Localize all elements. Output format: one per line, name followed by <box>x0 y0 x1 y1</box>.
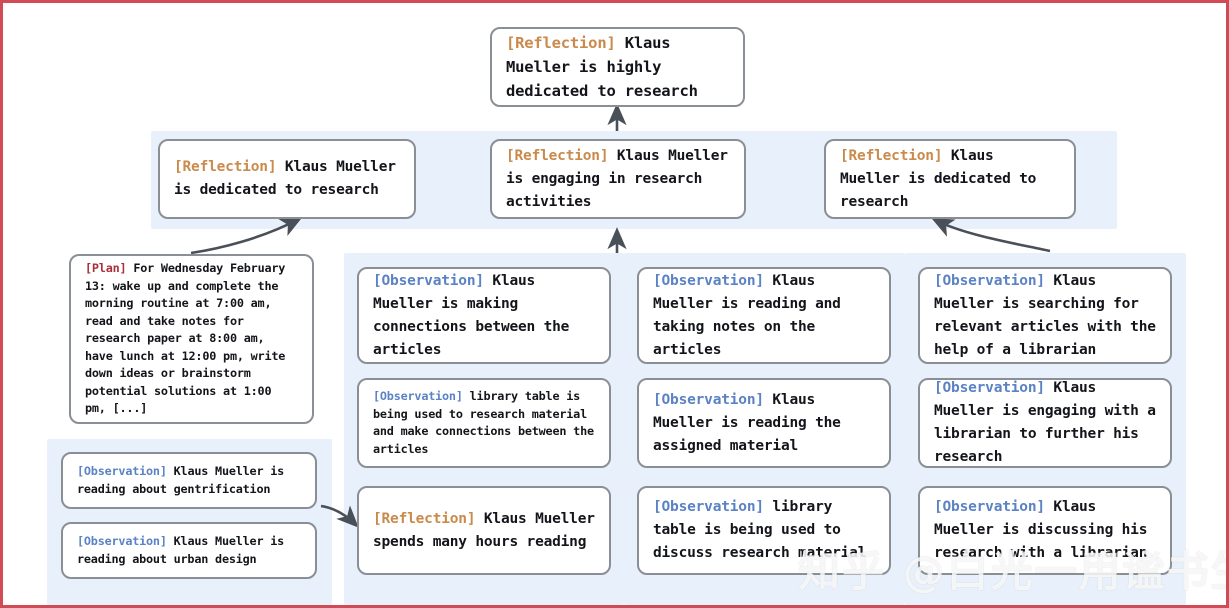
node-body: Klaus Mueller is dedicated to research <box>174 159 405 198</box>
node-text: [Reflection] Klaus Mueller is highly ded… <box>492 31 743 103</box>
node-text: [Observation] Klaus Mueller is reading a… <box>63 463 315 498</box>
node-body: library table is being used to research … <box>373 389 601 456</box>
tag-observation: [Observation] <box>934 499 1045 515</box>
node-body: Klaus Mueller is searching for relevant … <box>934 272 1165 358</box>
node-col3-observation-1[interactable]: [Observation] Klaus Mueller is searching… <box>918 267 1172 364</box>
node-col3-observation-2[interactable]: [Observation] Klaus Mueller is engaging … <box>918 378 1172 468</box>
node-body: library table is being used to discuss r… <box>653 499 867 561</box>
tag-reflection: [Reflection] <box>506 147 609 164</box>
tag-observation: [Observation] <box>77 534 167 548</box>
node-mid-left-reflection[interactable]: [Reflection] Klaus Mueller is dedicated … <box>158 139 416 219</box>
node-obs-bottom-left-2[interactable]: [Observation] Klaus Mueller is reading a… <box>61 522 317 579</box>
tag-reflection: [Reflection] <box>174 159 277 175</box>
node-body: Klaus Mueller is reading about gentrific… <box>77 464 291 496</box>
node-col2-observation-1[interactable]: [Observation] Klaus Mueller is reading a… <box>637 267 891 364</box>
node-root-reflection[interactable]: [Reflection] Klaus Mueller is highly ded… <box>490 27 745 107</box>
zhihu-watermark: 知乎 @白光一用谧书生 <box>798 547 1229 596</box>
tag-observation: [Observation] <box>934 380 1045 396</box>
node-text: [Reflection] Klaus Mueller spends many h… <box>359 508 609 554</box>
tag-observation: [Observation] <box>77 464 167 478</box>
node-mid-center-reflection[interactable]: [Reflection] Klaus Mueller is engaging i… <box>490 139 746 219</box>
node-body: Klaus Mueller is highly dedicated to res… <box>506 34 698 100</box>
tag-observation: [Observation] <box>653 499 764 515</box>
node-mid-right-reflection[interactable]: [Reflection] Klaus Mueller is dedicated … <box>824 139 1076 219</box>
node-text: [Observation] Klaus Mueller is making co… <box>359 270 609 362</box>
tag-reflection: [Reflection] <box>840 147 943 164</box>
node-col1-observation-2[interactable]: [Observation] library table is being use… <box>357 378 611 468</box>
node-col3-observation-3[interactable]: [Observation] Klaus Mueller is discussin… <box>918 486 1172 575</box>
tag-observation: [Observation] <box>653 272 764 289</box>
tag-observation: [Observation] <box>373 389 463 403</box>
tag-plan: [Plan] <box>85 261 127 276</box>
tag-observation: [Observation] <box>653 391 764 408</box>
node-body: Klaus Mueller spends many hours reading <box>373 510 604 550</box>
node-body: For Wednesday February 13: wake up and c… <box>85 261 293 416</box>
node-body: Klaus Mueller is reading about urban des… <box>77 534 291 566</box>
node-col1-reflection[interactable]: [Reflection] Klaus Mueller spends many h… <box>357 486 611 575</box>
node-text: [Observation] Klaus Mueller is reading a… <box>63 533 315 568</box>
node-col1-observation-1[interactable]: [Observation] Klaus Mueller is making co… <box>357 267 611 364</box>
node-body: Klaus Mueller is dedicated to research <box>840 147 1045 210</box>
node-text: [Plan] For Wednesday February 13: wake u… <box>71 260 312 418</box>
node-body: Klaus Mueller is reading and taking note… <box>653 272 850 358</box>
node-body: Klaus Mueller is engaging in research ac… <box>506 147 737 210</box>
node-text: [Observation] Klaus Mueller is reading a… <box>639 270 889 362</box>
node-text: [Observation] Klaus Mueller is reading t… <box>639 389 889 458</box>
node-text: [Observation] Klaus Mueller is discussin… <box>920 496 1170 565</box>
node-obs-bottom-left-1[interactable]: [Observation] Klaus Mueller is reading a… <box>61 452 317 509</box>
node-text: [Reflection] Klaus Mueller is dedicated … <box>826 145 1074 214</box>
node-body: Klaus Mueller is reading the assigned ma… <box>653 391 850 454</box>
tag-observation: [Observation] <box>934 272 1045 289</box>
node-body: Klaus Mueller is engaging with a librari… <box>934 380 1165 465</box>
node-text: [Observation] Klaus Mueller is engaging … <box>920 377 1170 469</box>
tag-reflection: [Reflection] <box>373 510 476 527</box>
node-col2-observation-2[interactable]: [Observation] Klaus Mueller is reading t… <box>637 378 891 468</box>
tag-reflection: [Reflection] <box>506 34 616 52</box>
node-text: [Reflection] Klaus Mueller is engaging i… <box>492 145 744 214</box>
node-body: Klaus Mueller is making connections betw… <box>373 272 578 358</box>
node-plan[interactable]: [Plan] For Wednesday February 13: wake u… <box>69 254 314 424</box>
node-text: [Observation] library table is being use… <box>359 388 609 458</box>
node-col2-observation-3[interactable]: [Observation] library table is being use… <box>637 486 891 575</box>
node-text: [Observation] Klaus Mueller is searching… <box>920 270 1170 362</box>
node-text: [Reflection] Klaus Mueller is dedicated … <box>160 156 414 202</box>
node-text: [Observation] library table is being use… <box>639 496 889 565</box>
node-body: Klaus Mueller is discussing his research… <box>934 499 1156 561</box>
tag-observation: [Observation] <box>373 272 484 289</box>
